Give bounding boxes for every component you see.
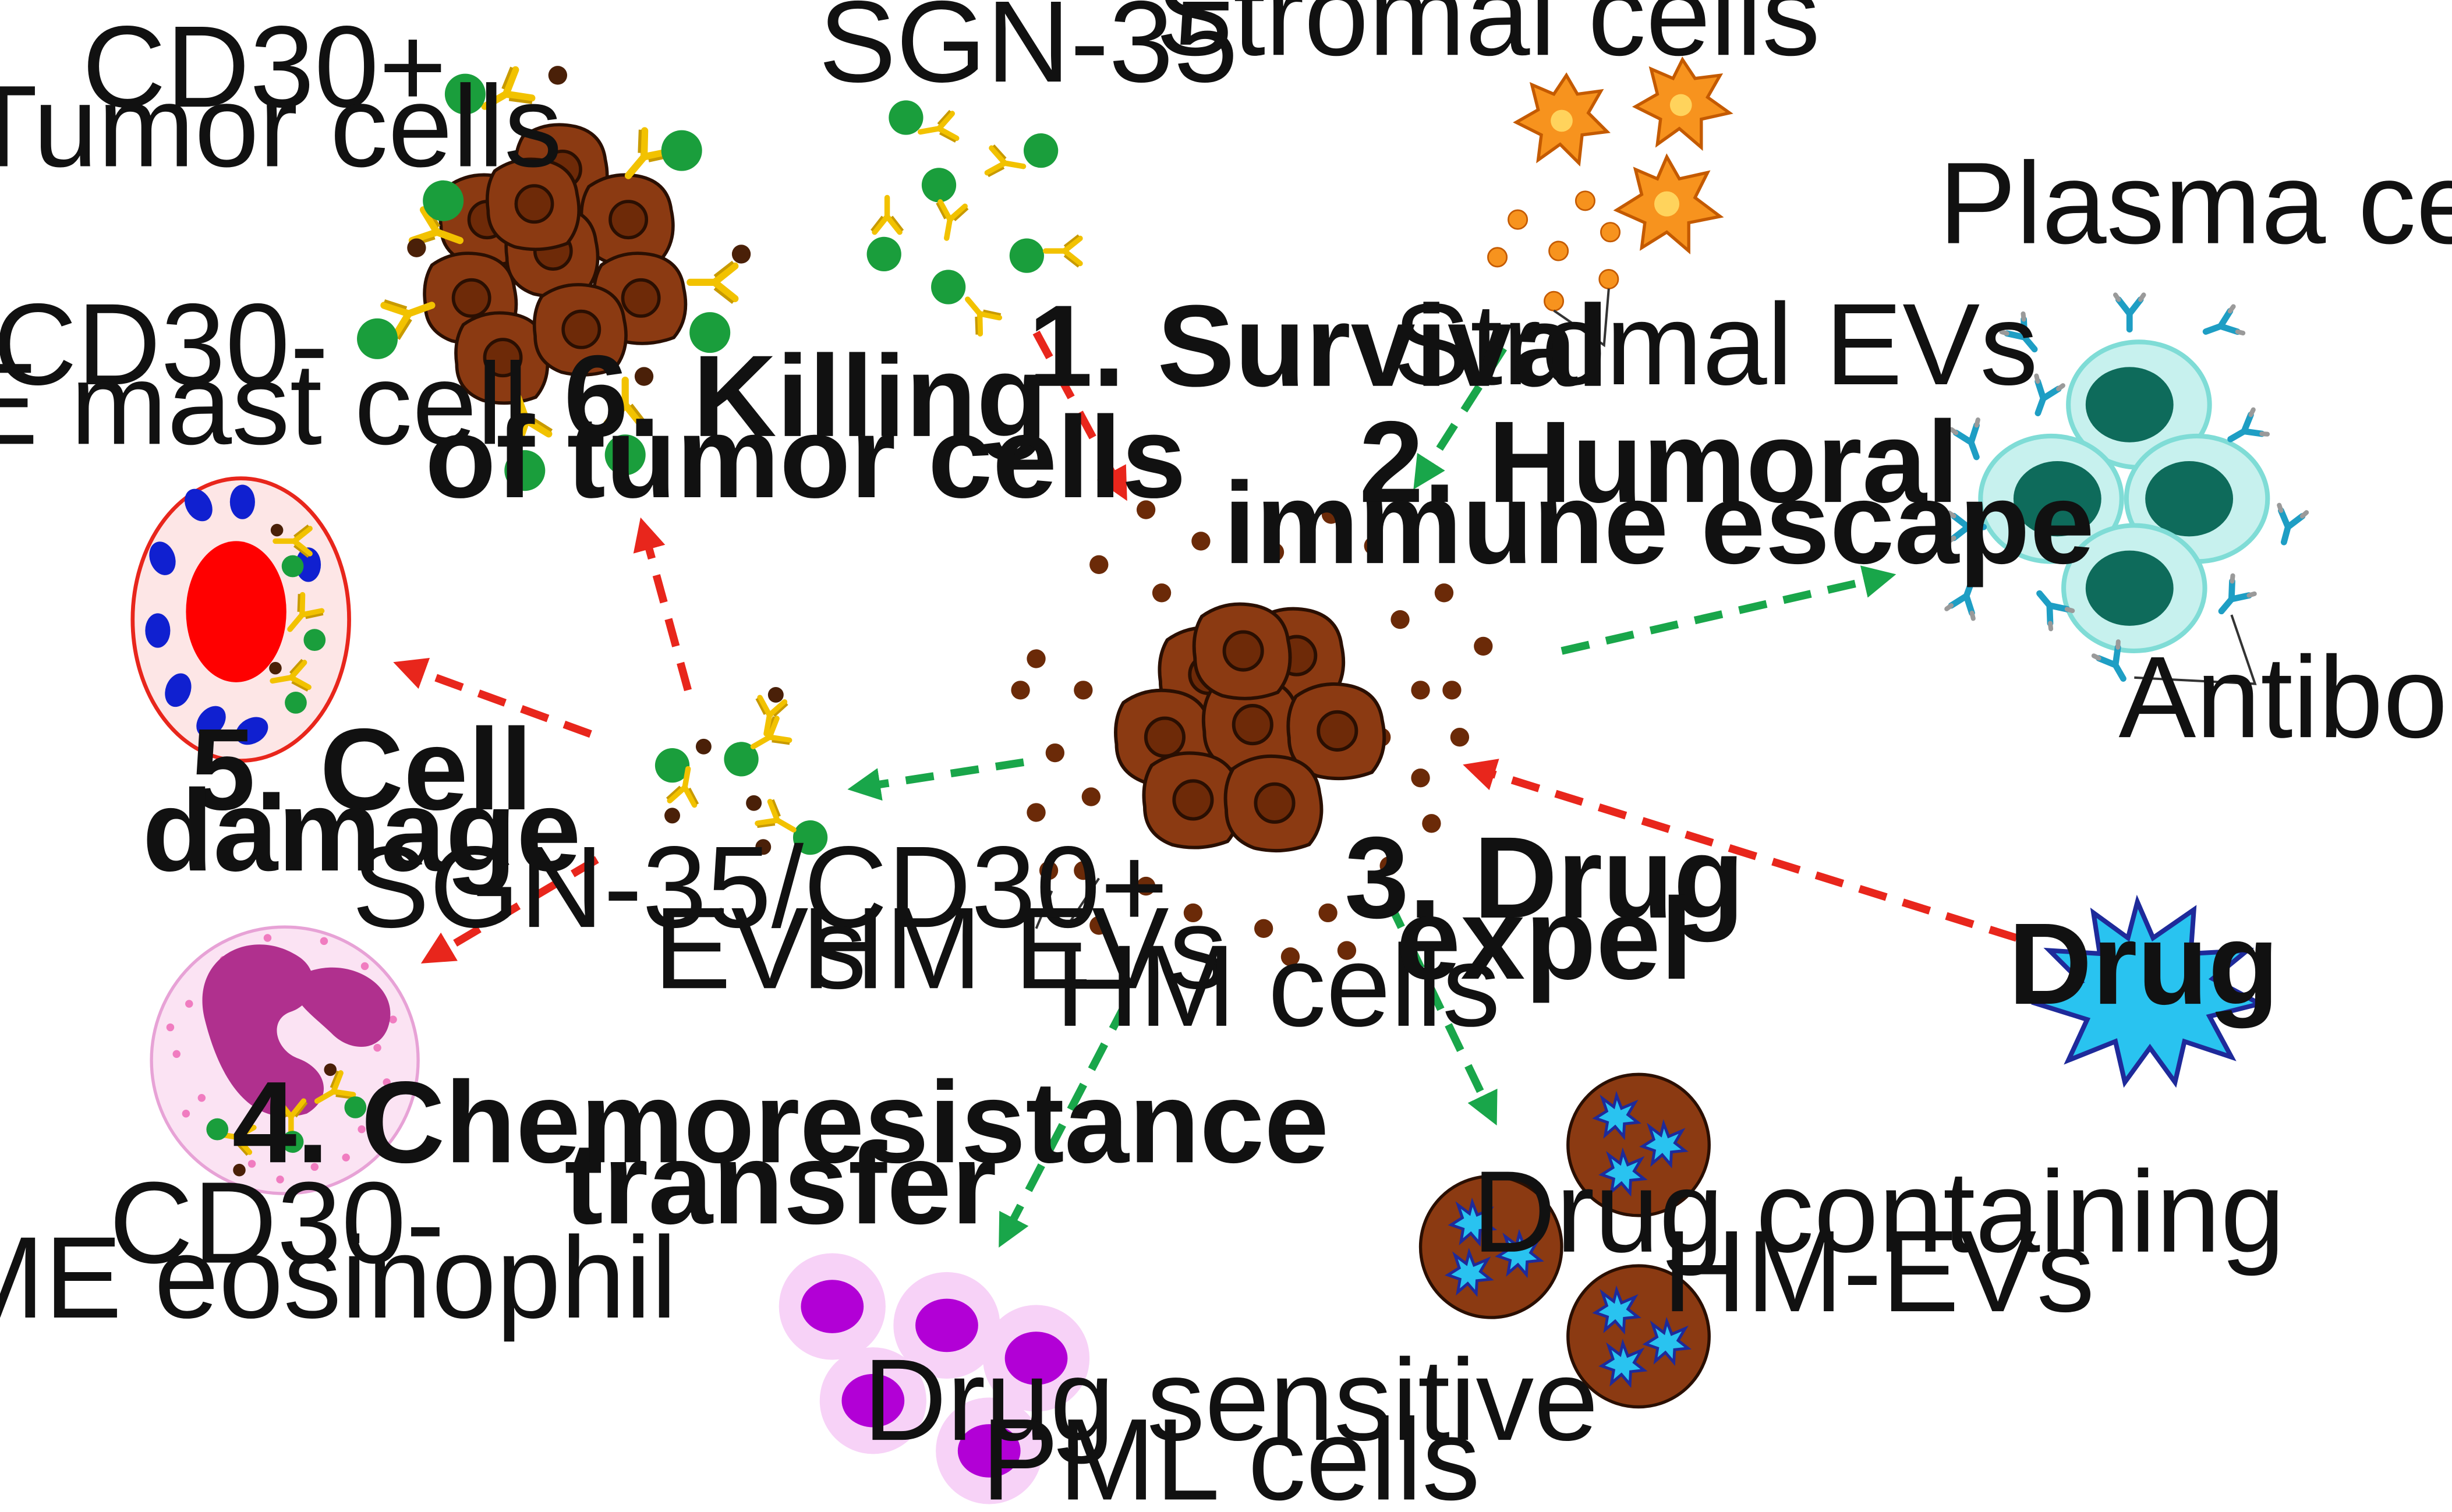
step-humoral-1: 2. Humoral — [1359, 398, 1959, 527]
pml-label-2: PML cells — [981, 1395, 1480, 1512]
arrows — [393, 330, 2018, 1248]
stromal-cells — [1487, 56, 1733, 348]
sgn-evs-label-2: EVs — [654, 884, 867, 1013]
plasma-cells — [1947, 295, 2306, 685]
drug-evs-label-1: Drug containing — [1472, 1148, 2285, 1277]
step-killing-2: of tumor cells — [425, 393, 1186, 522]
step-chemo-1: 4. Chemoresistance — [232, 1058, 1329, 1187]
sgn35-cd30-evs — [654, 686, 828, 855]
hm-cells-label: HM cells — [1055, 922, 1500, 1051]
drug-icon: Drug — [2008, 894, 2279, 1088]
cd30-tumor-label-1: CD30+ — [82, 2, 447, 132]
drug-label: Drug — [2008, 900, 2279, 1029]
step-cell-damage-2: damage — [142, 766, 581, 895]
mast-label-2: TME mast cell — [0, 339, 529, 469]
arrow-evs-to-tumor — [633, 517, 692, 692]
antibody-label: Antibody — [2118, 633, 2452, 762]
arrow-evs-to-mast — [393, 657, 592, 738]
hm-evs-label: HM EVs — [801, 884, 1227, 1013]
drug-evs-label-2: HM-EVs — [1662, 1207, 2094, 1336]
eosinophil — [150, 925, 420, 1195]
cd30-tumor-label-2: Tumor cells — [0, 62, 562, 192]
step-survival: 1. Survival — [1028, 282, 1609, 411]
step-humoral-2: immune escape — [1223, 459, 2094, 588]
pml-label-1: Drug sensitive — [863, 1336, 1598, 1465]
arrow-sgn35-to-hm — [1032, 330, 1127, 501]
mast-label-1: CD30- — [0, 280, 328, 409]
stromal-cells-label: Stromal cells — [1156, 0, 1820, 80]
arrow-hm-to-drug-evs — [1385, 900, 1498, 1126]
sgn35-antibodies — [866, 100, 1080, 335]
step-drug-expel-2: expel — [1396, 874, 1693, 1004]
cd30-tumor-cluster — [357, 66, 751, 491]
sgn35-label: SGN-35 — [819, 0, 1238, 107]
plasma-cells-label: Plasma cells — [1938, 139, 2452, 268]
drug-containing-evs — [1418, 1072, 1711, 1409]
stromal-evs-label: Stromal EVs — [1393, 280, 2038, 409]
pml-cells — [779, 1253, 1090, 1504]
arrow-stromal-to-hm — [1413, 346, 1508, 490]
arrow-drug-to-hm — [1463, 759, 2018, 942]
stromal-evs-dots — [1487, 190, 1621, 311]
step-chemo-2: transfer — [564, 1119, 996, 1248]
step-cell-damage-1: 5. Cell — [190, 705, 532, 834]
sgn-evs-label-1: SGN-35/CD30+ — [352, 823, 1169, 952]
eosinophil-label-1: CD30- — [109, 1159, 445, 1288]
step-killing-1: 6. Killing — [564, 332, 1048, 461]
step-drug-expel-1: 3. Drug — [1344, 813, 1745, 943]
arrow-hm-to-sgn-evs — [847, 758, 1025, 801]
mast-cell — [130, 476, 351, 763]
arrow-hm-to-plasma — [1561, 565, 1897, 655]
eosinophil-label-2: TME eosinophil — [0, 1213, 677, 1343]
arrow-evs-to-eosinophil — [420, 856, 599, 964]
